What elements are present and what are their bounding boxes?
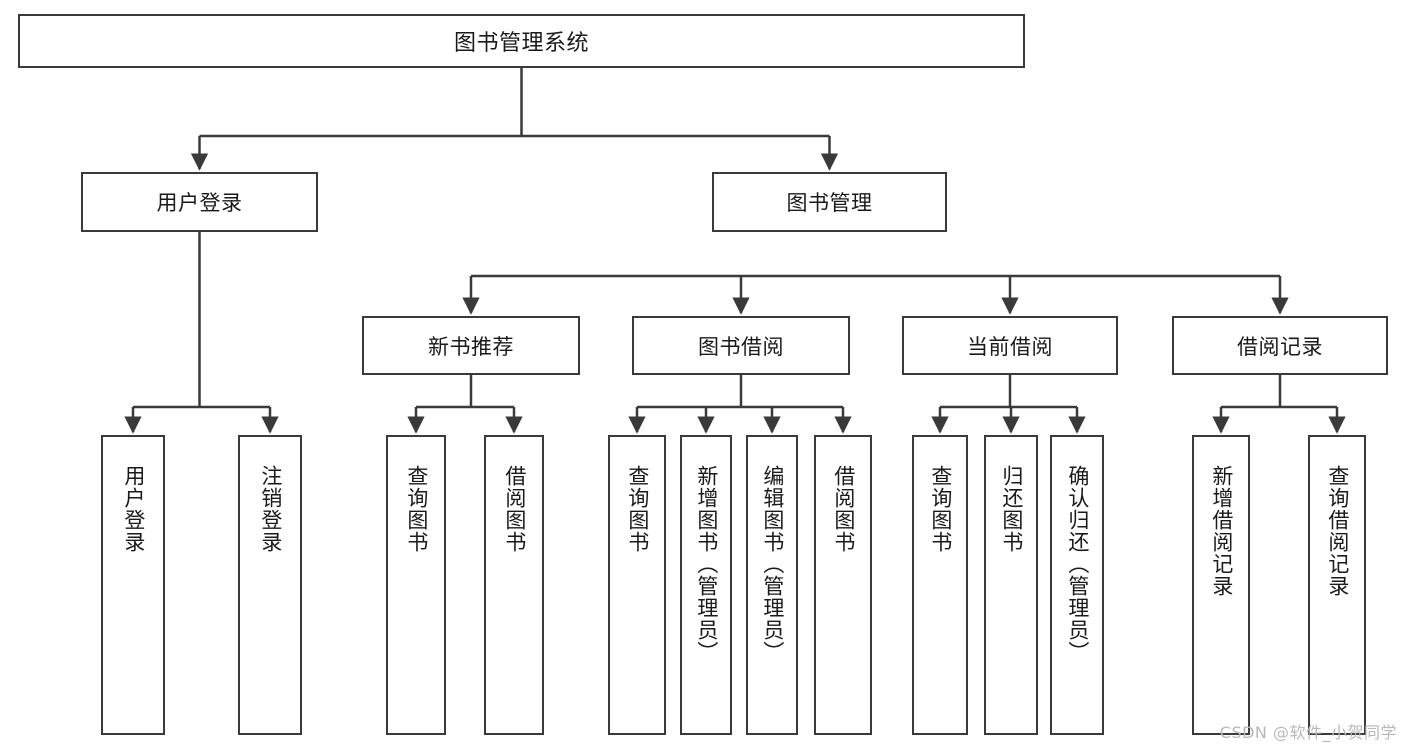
leaf-label: 查询借阅记录 (1325, 465, 1350, 597)
node-leaf-logout[interactable]: 注销登录 (238, 435, 302, 735)
leaf-label: 归还图书 (999, 465, 1024, 553)
leaf-label: 注销登录 (258, 465, 283, 553)
node-leaf-user-login[interactable]: 用户登录 (101, 435, 165, 735)
node-book-manage[interactable]: 图书管理 (712, 172, 947, 232)
node-leaf-query-book-1[interactable]: 查询图书 (386, 435, 446, 735)
leaf-label: 查询图书 (404, 465, 429, 553)
node-leaf-add-book[interactable]: 新增图书（管理员） (680, 435, 732, 735)
leaf-label: 新增借阅记录 (1209, 465, 1234, 597)
node-leaf-confirm-return[interactable]: 确认归还（管理员） (1050, 435, 1104, 735)
node-leaf-return-book[interactable]: 归还图书 (984, 435, 1038, 735)
node-user-login[interactable]: 用户登录 (81, 172, 318, 232)
leaf-label: 编辑图书（管理员） (760, 465, 785, 663)
node-leaf-borrow-book-1[interactable]: 借阅图书 (484, 435, 544, 735)
node-leaf-add-record[interactable]: 新增借阅记录 (1192, 435, 1250, 735)
node-leaf-edit-book[interactable]: 编辑图书（管理员） (746, 435, 798, 735)
node-leaf-query-book-3[interactable]: 查询图书 (912, 435, 968, 735)
node-root[interactable]: 图书管理系统 (18, 14, 1025, 68)
node-borrow-record[interactable]: 借阅记录 (1172, 316, 1388, 375)
watermark: CSDN @软件_小贺同学 (1219, 723, 1397, 742)
leaf-label: 确认归还（管理员） (1065, 465, 1090, 663)
node-current-borrow[interactable]: 当前借阅 (902, 316, 1118, 375)
leaf-label: 新增图书（管理员） (694, 465, 719, 663)
leaf-label: 查询图书 (625, 465, 650, 553)
node-leaf-query-book-2[interactable]: 查询图书 (608, 435, 666, 735)
leaf-label: 查询图书 (928, 465, 953, 553)
leaf-label: 用户登录 (121, 465, 146, 553)
node-book-borrow[interactable]: 图书借阅 (632, 316, 850, 375)
node-new-book-recommend[interactable]: 新书推荐 (362, 316, 580, 375)
leaf-label: 借阅图书 (831, 465, 856, 553)
node-leaf-borrow-book-2[interactable]: 借阅图书 (814, 435, 872, 735)
node-leaf-query-record[interactable]: 查询借阅记录 (1308, 435, 1366, 735)
leaf-label: 借阅图书 (502, 465, 527, 553)
